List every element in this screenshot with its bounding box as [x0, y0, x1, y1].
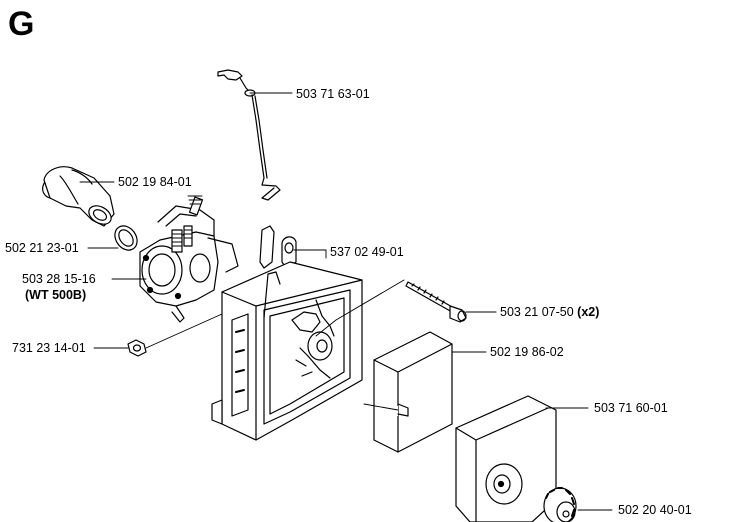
- part-number-bracket: 537 02 49-01: [330, 245, 404, 259]
- nut: [127, 339, 147, 357]
- screw: [405, 281, 467, 323]
- part-number-o-ring: 502 21 23-01: [5, 241, 79, 255]
- carburetor-model-note: (WT 500B): [25, 288, 87, 302]
- screw-part-number-text: 503 21 07-50: [500, 305, 574, 319]
- air-filter-housing: [211, 261, 363, 441]
- screw-quantity-note: (x2): [577, 305, 600, 319]
- leader-lines: [79, 92, 613, 511]
- part-number-filter-cover: 503 71 60-01: [594, 401, 668, 415]
- part-number-nut: 731 23 14-01: [12, 341, 86, 355]
- carburetor: [139, 195, 239, 323]
- part-number-choke-rod: 503 71 63-01: [296, 87, 370, 101]
- part-number-filter-element: 502 19 86-02: [490, 345, 564, 359]
- o-ring: [114, 225, 138, 251]
- knob: [543, 487, 577, 522]
- part-number-screw: 503 21 07-50 (x2): [500, 305, 599, 320]
- filter-cover: [455, 395, 557, 522]
- section-letter: G: [8, 5, 35, 43]
- part-number-knob: 502 20 40-01: [618, 503, 692, 517]
- bracket: [259, 225, 297, 269]
- intake-elbow: [42, 166, 115, 227]
- part-number-intake-elbow: 502 19 84-01: [118, 175, 192, 189]
- part-number-carburetor: 503 28 15-16: [22, 272, 96, 286]
- choke-rod: [217, 69, 281, 201]
- filter-element: [373, 331, 453, 453]
